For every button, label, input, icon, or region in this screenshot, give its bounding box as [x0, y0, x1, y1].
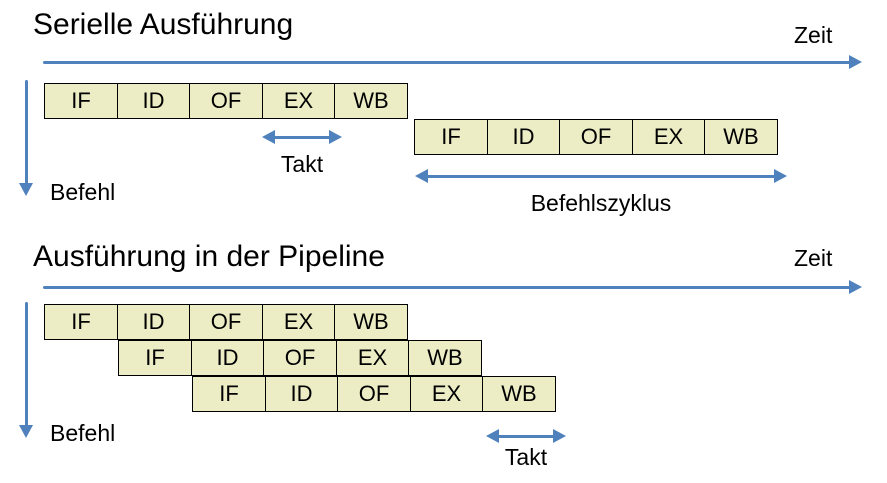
stage-cell: ID: [264, 376, 339, 412]
stage-cell: IF: [192, 376, 266, 412]
stage-cell: EX: [261, 304, 336, 340]
arrow-head-right-icon: [849, 55, 862, 69]
serial-instruction-1-row: IF ID OF EX WB: [44, 83, 408, 119]
stage-cell: WB: [704, 119, 778, 155]
stage-cell: WB: [482, 376, 556, 412]
arrow-head-left-icon: [262, 130, 275, 144]
pipeline-takt-arrow: [486, 429, 566, 443]
pipeline-instruction-2-row: IF ID OF EX WB: [118, 340, 482, 376]
stage-cell: EX: [335, 340, 410, 376]
stage-cell: OF: [559, 119, 633, 155]
serial-instruction-axis-arrow: [19, 80, 33, 196]
stage-cell: EX: [409, 376, 484, 412]
pipeline-section-title: Ausführung in der Pipeline: [33, 240, 385, 273]
stage-cell: IF: [44, 83, 118, 119]
stage-cell: ID: [116, 304, 191, 340]
arrow-head-left-icon: [415, 169, 428, 183]
stage-cell: OF: [189, 304, 263, 340]
stage-cell: OF: [337, 376, 411, 412]
arrow-head-left-icon: [486, 429, 499, 443]
serial-section-title: Serielle Ausführung: [33, 8, 294, 41]
pipeline-instruction-axis-arrow: [19, 302, 33, 438]
stage-cell: ID: [116, 83, 191, 119]
pipeline-instruction-axis-label: Befehl: [50, 420, 116, 446]
stage-cell: OF: [263, 340, 337, 376]
pipeline-takt-label: Takt: [504, 444, 548, 470]
pipeline-time-axis-label: Zeit: [794, 245, 833, 271]
serial-takt-arrow: [262, 130, 342, 144]
arrow-shaft: [24, 302, 28, 427]
arrow-head-down-icon: [19, 183, 33, 196]
stage-cell: ID: [190, 340, 265, 376]
befehlszyklus-arrow: [415, 169, 787, 183]
pipeline-instruction-1-row: IF ID OF EX WB: [44, 304, 408, 340]
stage-cell: IF: [118, 340, 192, 376]
arrow-head-right-icon: [849, 280, 862, 294]
pipeline-instruction-3-row: IF ID OF EX WB: [192, 376, 556, 412]
arrow-shaft: [24, 80, 28, 185]
arrow-shaft: [43, 285, 851, 289]
arrow-shaft: [426, 174, 776, 178]
stage-cell: OF: [189, 83, 263, 119]
stage-cell: IF: [414, 119, 488, 155]
serial-time-axis-arrow: [43, 55, 862, 69]
serial-time-axis-label: Zeit: [794, 22, 833, 48]
pipeline-time-axis-arrow: [43, 280, 862, 294]
arrow-head-right-icon: [774, 169, 787, 183]
serial-takt-label: Takt: [280, 151, 324, 177]
arrow-head-down-icon: [19, 425, 33, 438]
stage-cell: EX: [261, 83, 336, 119]
stage-cell: ID: [486, 119, 561, 155]
arrow-head-right-icon: [329, 130, 342, 144]
arrow-shaft: [497, 434, 555, 438]
arrow-shaft: [273, 135, 331, 139]
stage-cell: WB: [334, 304, 408, 340]
stage-cell: WB: [334, 83, 408, 119]
serial-instruction-2-row: IF ID OF EX WB: [414, 119, 778, 155]
stage-cell: EX: [631, 119, 706, 155]
arrow-shaft: [43, 60, 851, 64]
stage-cell: WB: [408, 340, 482, 376]
serial-instruction-axis-label: Befehl: [50, 179, 116, 205]
stage-cell: IF: [44, 304, 118, 340]
befehlszyklus-label: Befehlszyklus: [530, 190, 672, 216]
arrow-head-right-icon: [553, 429, 566, 443]
